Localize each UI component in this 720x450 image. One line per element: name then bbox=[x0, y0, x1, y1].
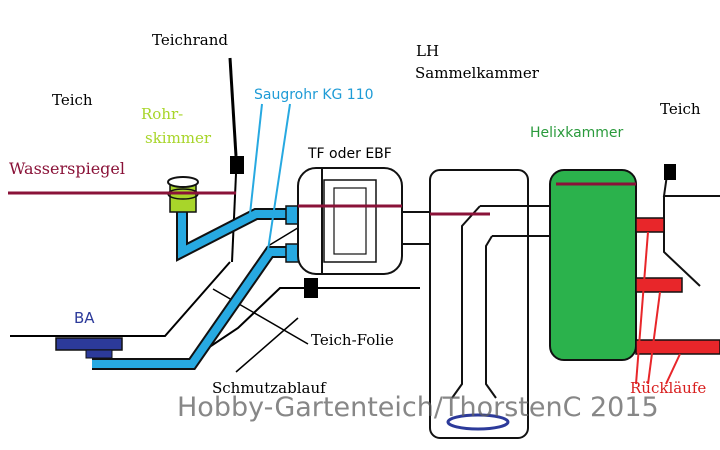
ruecklaeufe-label: Rückläufe bbox=[630, 379, 707, 397]
trommelfilter-inner bbox=[323, 179, 377, 263]
trommelfilter-outlet bbox=[401, 211, 431, 245]
luftheber-right-pipe bbox=[485, 235, 497, 399]
trommelfilter-housing bbox=[297, 167, 403, 275]
luftheber-air-ring bbox=[446, 413, 510, 431]
ba-label: BA bbox=[74, 309, 95, 327]
bodenablauf bbox=[55, 337, 123, 351]
ruecklaeufe-pointer-2 bbox=[647, 291, 661, 385]
ruecklauf-1 bbox=[635, 217, 665, 233]
teich-left-label: Teich bbox=[52, 91, 93, 109]
ruecklaeufe-pointer-1 bbox=[635, 231, 649, 385]
teichrand-label: Teichrand bbox=[152, 31, 228, 49]
rohrskimmer-label-line1: Rohr- bbox=[141, 105, 184, 123]
ruecklauf-right-outline bbox=[663, 196, 701, 287]
bodenablauf-base bbox=[85, 349, 113, 359]
teich-folie-label: Teich-Folie bbox=[311, 331, 394, 349]
filter-dirt-outlet bbox=[304, 278, 318, 298]
schmutzablauf-pipe-fill bbox=[92, 248, 298, 368]
saugrohr-pointer-1 bbox=[249, 103, 263, 215]
sammelkammer-label: Sammelkammer bbox=[415, 64, 539, 82]
lh-label: LH bbox=[416, 42, 440, 60]
saugrohr-pointer-2 bbox=[267, 103, 291, 251]
saugrohr-pipe-fill bbox=[178, 210, 298, 259]
schmutzablauf-pipe bbox=[92, 246, 298, 370]
helixkammer-tank bbox=[549, 169, 637, 361]
teichrand-right-post bbox=[664, 164, 676, 180]
teichrand-pointer-line bbox=[228, 57, 238, 157]
ruecklaeufe-pointer-3 bbox=[665, 353, 681, 385]
trommelfilter-core bbox=[333, 187, 367, 255]
rohrskimmer-label-line2: skimmer bbox=[145, 129, 212, 147]
wasserspiegel-label: Wasserspiegel bbox=[9, 159, 125, 178]
teichrand-post bbox=[230, 156, 244, 174]
teich-folie-pointer-1 bbox=[212, 288, 309, 345]
schmutzablauf-pointer bbox=[235, 317, 299, 373]
saugrohr-label: Saugrohr KG 110 bbox=[254, 87, 374, 103]
filter-label: TF oder EBF bbox=[308, 146, 392, 162]
rohrskimmer-top-ring bbox=[167, 176, 199, 188]
ruecklauf-3 bbox=[635, 339, 720, 355]
teich-right-label: Teich bbox=[660, 100, 701, 118]
watermark-text: Hobby-Gartenteich/ThorstenC 2015 bbox=[177, 392, 659, 423]
luftheber-left-pipe bbox=[451, 205, 481, 399]
schmutzablauf-label: Schmutzablauf bbox=[212, 379, 326, 397]
helixkammer-label: Helixkammer bbox=[530, 125, 624, 141]
teich-folie-left-line bbox=[10, 261, 231, 337]
teichrand-edge-line bbox=[231, 173, 237, 263]
teich-folie-lower-line bbox=[120, 287, 420, 369]
